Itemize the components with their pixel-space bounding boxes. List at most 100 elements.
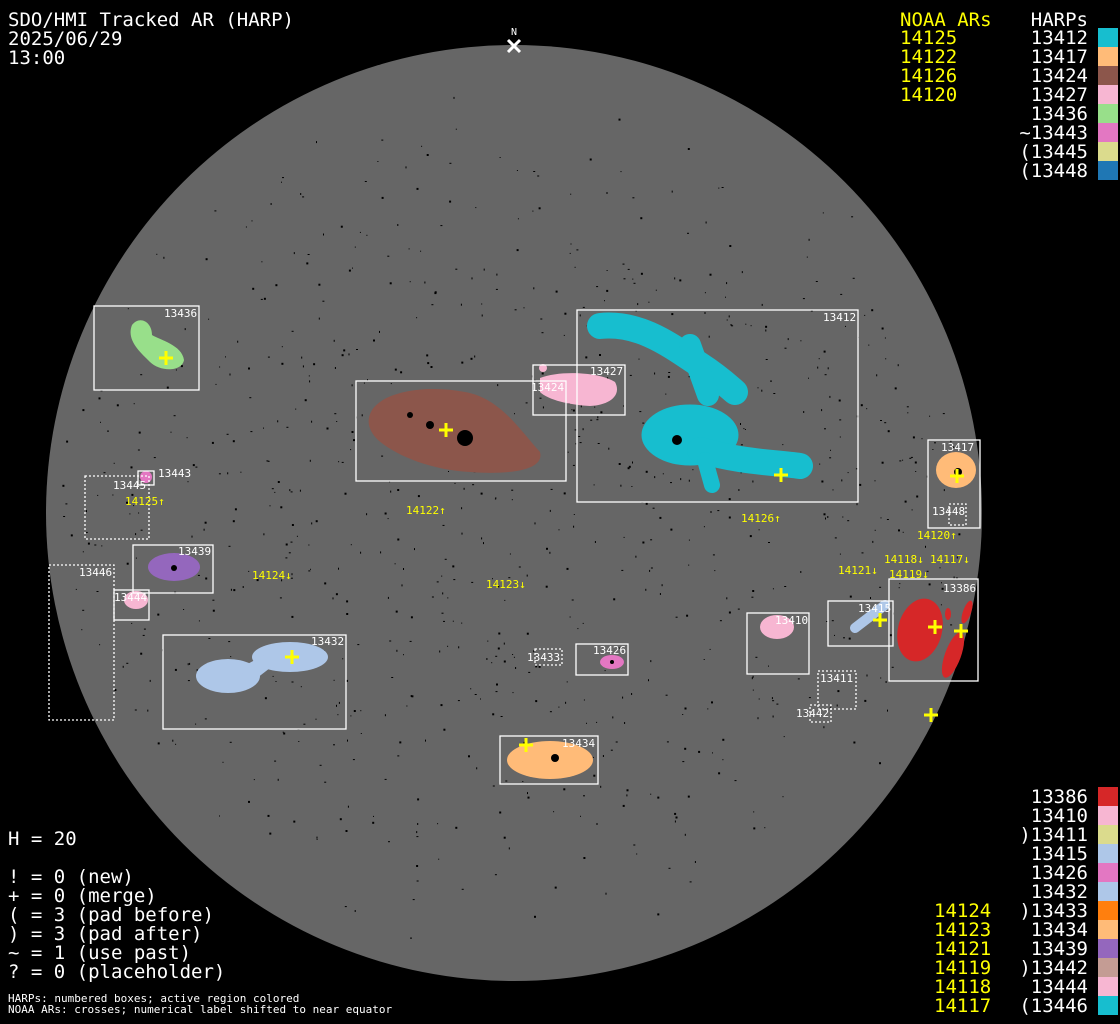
speckle (692, 469, 694, 471)
speckle (623, 405, 624, 407)
speckle (281, 181, 282, 183)
speckle (364, 181, 367, 182)
harp-box-13445[interactable] (84, 475, 150, 540)
speckle (752, 590, 755, 592)
noaa-cross-icon[interactable] (439, 423, 453, 437)
speckle (566, 681, 568, 683)
speckle (670, 482, 672, 484)
speckle (689, 881, 692, 883)
speckle (249, 397, 252, 399)
harp-box-13448[interactable] (948, 503, 967, 526)
speckle (130, 466, 133, 469)
legend-harp-id: )13442 (1019, 957, 1088, 979)
speckle (272, 675, 274, 677)
speckle (332, 597, 334, 600)
noaa-cross-icon[interactable] (873, 613, 887, 627)
speckle (410, 616, 413, 619)
legend-harp-id: 13432 (1031, 881, 1088, 903)
speckle (196, 669, 198, 672)
harp-box-13426[interactable] (575, 643, 629, 676)
harp-box-13442[interactable] (809, 704, 832, 723)
harp-label: 13443 (158, 467, 191, 480)
speckle (212, 609, 215, 612)
speckle (214, 210, 217, 212)
speckle (751, 677, 753, 680)
speckle (218, 473, 221, 475)
speckle (219, 366, 221, 368)
harp-box-13434[interactable] (499, 735, 599, 785)
speckle (373, 815, 374, 817)
speckle (458, 646, 460, 649)
harp-label: 13386 (943, 582, 976, 595)
speckle (943, 489, 945, 492)
speckle (932, 449, 934, 450)
noaa-cross-icon[interactable] (954, 624, 968, 638)
noaa-cross-icon[interactable] (285, 650, 299, 664)
speckle (417, 823, 419, 825)
harp-box-13446[interactable] (48, 564, 115, 721)
speckle (324, 582, 327, 585)
harp-box-13415[interactable] (827, 600, 894, 647)
speckle (346, 613, 349, 615)
speckle (657, 796, 660, 799)
speckle (579, 442, 582, 444)
speckle (602, 755, 604, 757)
speckle (633, 844, 636, 846)
speckle (642, 422, 645, 424)
noaa-cross-icon[interactable] (159, 351, 173, 365)
harp-box-13417[interactable] (927, 439, 981, 529)
speckle (549, 509, 551, 512)
speckle (511, 489, 514, 491)
noaa-cross-icon[interactable] (519, 738, 533, 752)
legend-harp-id: 13439 (1031, 938, 1088, 960)
speckle (431, 304, 434, 306)
noaa-cross-icon[interactable] (928, 620, 942, 634)
speckle (153, 457, 156, 459)
speckle (815, 281, 818, 282)
harp-box-13411[interactable] (817, 670, 857, 710)
speckle (674, 277, 676, 280)
harp-box-13436[interactable] (93, 305, 200, 391)
speckle (874, 480, 876, 482)
speckle (441, 575, 443, 577)
speckle (783, 736, 785, 738)
speckle (388, 841, 390, 843)
noaa-cross-icon[interactable] (924, 708, 938, 722)
speckle (722, 759, 724, 761)
speckle (381, 455, 384, 457)
harp-box-13410[interactable] (746, 612, 810, 675)
speckle (940, 604, 942, 606)
harp-box-13444[interactable] (113, 589, 150, 621)
speckle (346, 600, 349, 603)
speckle (248, 367, 250, 370)
speckle (512, 654, 514, 655)
speckle (772, 588, 774, 590)
harp-box-13386[interactable] (888, 578, 979, 682)
harp-box-13412[interactable] (576, 309, 859, 503)
noaa-cross-icon[interactable] (950, 469, 964, 483)
harp-box-13433[interactable] (534, 648, 563, 666)
harp-box-13427[interactable] (532, 364, 626, 416)
speckle (514, 413, 515, 415)
harp-box-13439[interactable] (132, 544, 214, 594)
legend-swatch (1098, 123, 1118, 142)
legend-harp-id: (13448 (1019, 160, 1088, 182)
harp-box-13443[interactable] (137, 470, 155, 486)
speckle (578, 436, 581, 437)
speckle (845, 325, 846, 327)
speckle (708, 335, 710, 338)
speckle (608, 447, 610, 450)
speckle (475, 207, 477, 209)
speckle (291, 681, 294, 683)
noaa-cross-icon[interactable] (774, 468, 788, 482)
speckle (333, 339, 335, 342)
speckle (859, 483, 862, 486)
speckle (565, 701, 567, 704)
speckle (367, 379, 368, 382)
speckle (535, 665, 538, 668)
harp-box-13424[interactable] (355, 380, 567, 482)
speckle (486, 658, 488, 660)
speckle (665, 694, 668, 696)
speckle (514, 309, 517, 311)
harp-box-13432[interactable] (162, 634, 347, 730)
